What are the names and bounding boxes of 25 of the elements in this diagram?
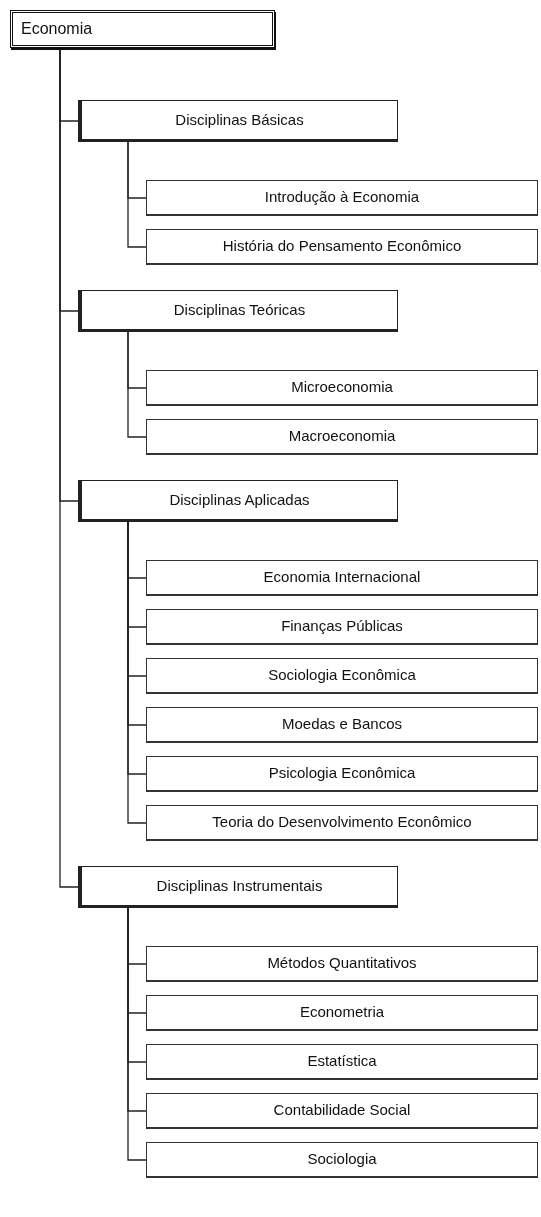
category-box: Disciplinas Instrumentais xyxy=(78,866,398,908)
category-box: Disciplinas Aplicadas xyxy=(78,480,398,522)
discipline-box: Sociologia Econômica xyxy=(146,658,538,694)
connector-line xyxy=(127,331,147,438)
discipline-box: Sociologia xyxy=(146,1142,538,1178)
category-box: Disciplinas Básicas xyxy=(78,100,398,142)
discipline-box: Teoria do Desenvolvimento Econômico xyxy=(146,805,538,841)
connector-line xyxy=(127,521,147,824)
connector-line xyxy=(127,141,147,248)
category-box: Disciplinas Teóricas xyxy=(78,290,398,332)
connector-line xyxy=(127,907,147,1161)
discipline-box: Microeconomia xyxy=(146,370,538,406)
discipline-box: Métodos Quantitativos xyxy=(146,946,538,982)
discipline-box: Econometria xyxy=(146,995,538,1031)
discipline-box: Psicologia Econômica xyxy=(146,756,538,792)
discipline-box: Introdução à Economia xyxy=(146,180,538,216)
discipline-box: Estatística xyxy=(146,1044,538,1080)
discipline-box: Finanças Públicas xyxy=(146,609,538,645)
discipline-box: Macroeconomia xyxy=(146,419,538,455)
discipline-box: Economia Internacional xyxy=(146,560,538,596)
discipline-box: Moedas e Bancos xyxy=(146,707,538,743)
discipline-box: Contabilidade Social xyxy=(146,1093,538,1129)
connector-line xyxy=(59,47,79,888)
discipline-box: História do Pensamento Econômico xyxy=(146,229,538,265)
root-box: Economia xyxy=(10,10,275,48)
